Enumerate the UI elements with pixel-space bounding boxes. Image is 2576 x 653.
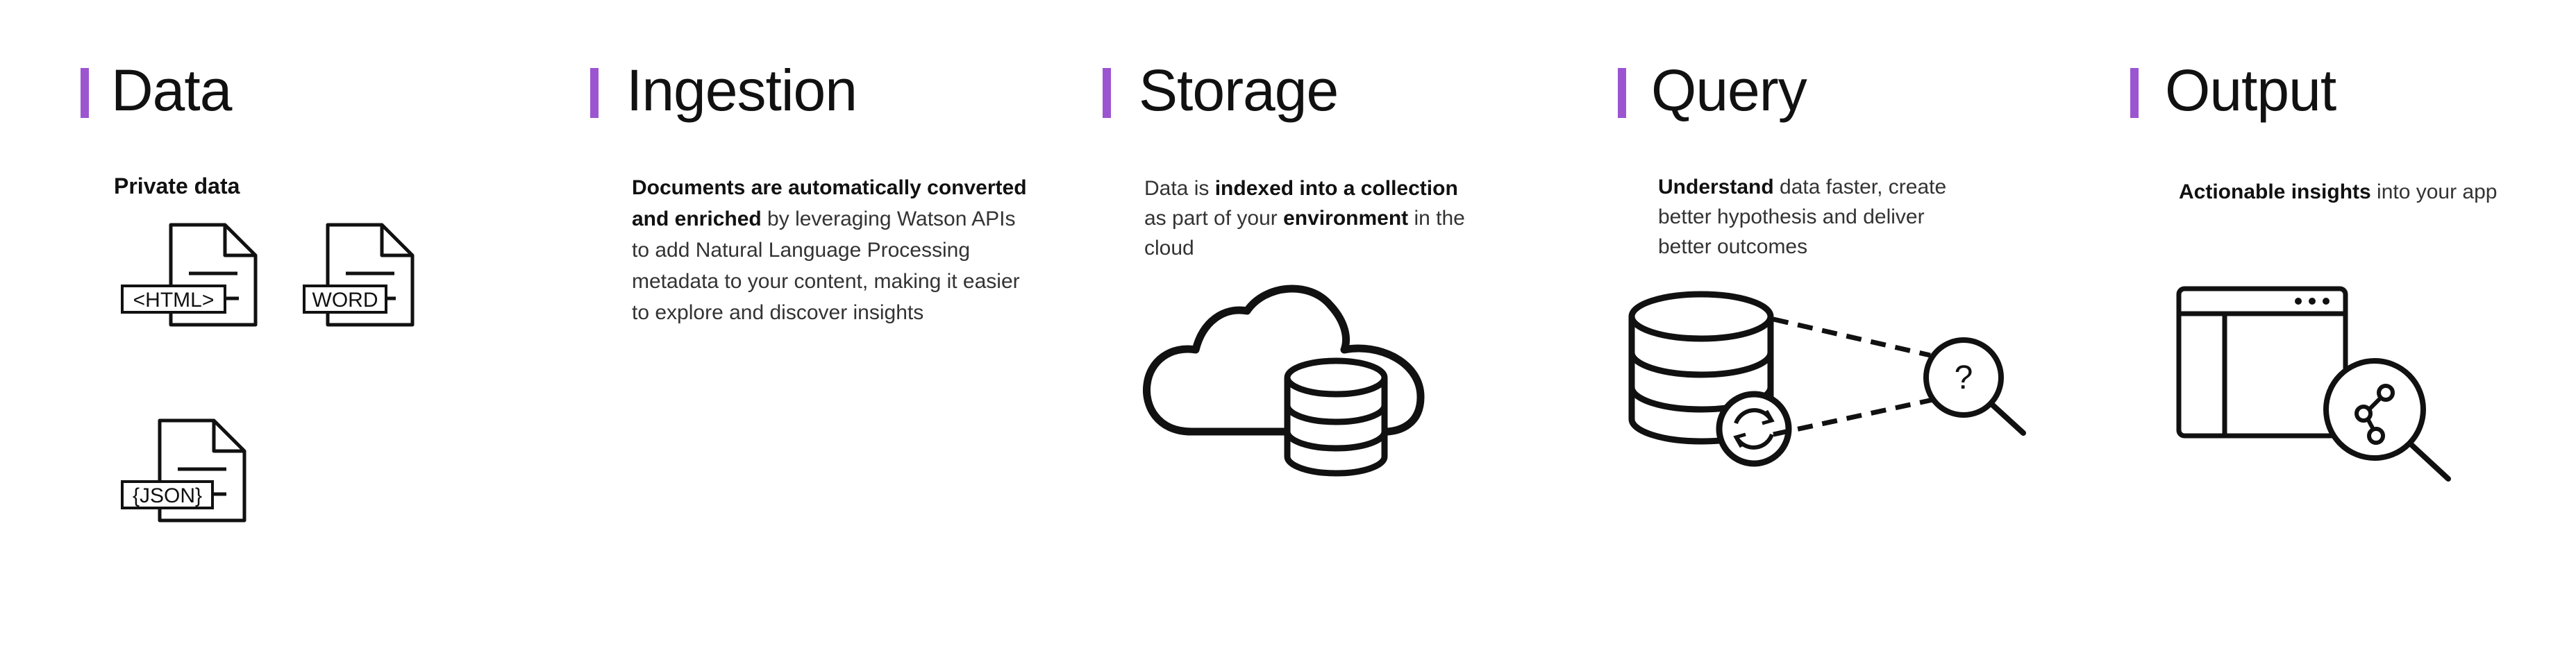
magnifier-question-icon: ? <box>1923 337 2026 436</box>
section-accent-bar <box>1618 68 1626 118</box>
section-accent-bar <box>2130 68 2139 118</box>
description-emphasis: Actionable insights <box>2179 180 2371 203</box>
description-text: as part of your <box>1144 207 1284 230</box>
section-description: Understand data faster, create better hy… <box>1658 172 1964 262</box>
file-type-label: <HTML> <box>133 289 215 312</box>
section-description: Data is indexed into a collection as par… <box>1144 173 1471 263</box>
description-text: Data is <box>1144 177 1215 200</box>
description-text: by leveraging Watson APIs to add Natural… <box>632 207 1020 324</box>
description-emphasis: indexed into a collection <box>1214 177 1458 200</box>
database-sync-icon <box>1628 291 1792 467</box>
html-document-icon: <HTML> <box>121 223 258 327</box>
search-glyph: ? <box>1955 359 1973 396</box>
json-document-icon: {JSON} <box>121 418 246 523</box>
word-document-icon: WORD <box>303 223 415 327</box>
section-ingestion: Ingestion Documents are automatically co… <box>514 0 1028 653</box>
section-accent-bar <box>590 68 599 118</box>
section-query: Query Understand data faster, create bet… <box>1541 0 2055 653</box>
section-title: Data <box>111 58 232 123</box>
description-emphasis: Documents are automatically converted an… <box>632 176 1027 230</box>
section-storage: Storage Data is indexed into a collectio… <box>1028 0 1541 653</box>
share-magnifier-icon <box>2323 358 2451 482</box>
section-title: Storage <box>1139 58 1339 123</box>
cloud-database-icon <box>1142 285 1425 477</box>
section-title: Ingestion <box>626 58 858 123</box>
section-description: Documents are automatically converted an… <box>632 172 1028 328</box>
file-type-label: {JSON} <box>133 484 202 507</box>
section-data: Data Private data <HTML> WORD {JSON} <box>0 0 514 653</box>
description-emphasis: Understand <box>1658 176 1774 198</box>
section-accent-bar <box>81 68 89 118</box>
description-emphasis: environment <box>1283 207 1409 230</box>
description-text: data faster, create better hypothesis an… <box>1658 176 1947 258</box>
section-output: Output Actionable insights into your app <box>2055 0 2576 653</box>
description-text: in the cloud <box>1144 207 1465 260</box>
section-description: Actionable insights into your app <box>2179 176 2568 207</box>
file-type-label: WORD <box>312 289 378 312</box>
section-title: Output <box>2165 58 2336 123</box>
section-accent-bar <box>1103 68 1111 118</box>
section-subhead: Private data <box>114 173 240 198</box>
app-window-icon <box>2176 286 2348 439</box>
description-text: into your app <box>2370 180 2498 203</box>
section-title: Query <box>1651 58 1807 123</box>
query-connector-lines <box>1773 316 1934 437</box>
